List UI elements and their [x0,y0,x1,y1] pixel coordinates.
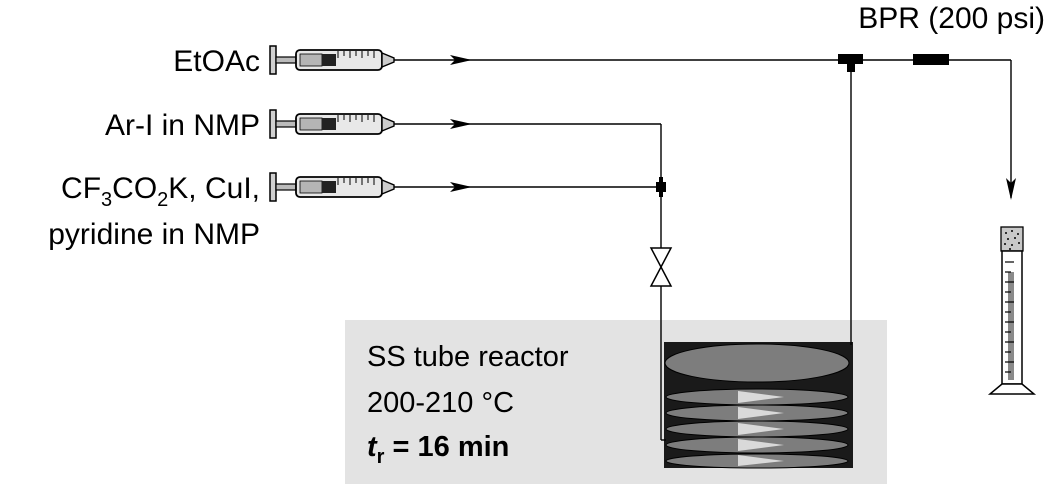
etoac-label: EtOAc [173,45,260,78]
syringe-cf3-icon [269,172,414,202]
bpr-icon [913,54,949,65]
syringe-etoac-icon [269,45,414,75]
residence-time: tr = 16 min [367,431,509,468]
valve-icon [649,247,673,287]
reactor-label: SS tube reactor [367,341,569,373]
cf3-label-line2: pyridine in NMP [48,218,260,251]
coil-reactor [664,342,853,469]
reactor-temperature: 200-210 °C [367,387,514,419]
cf3-label-line1: CF3CO2K, CuI, [61,172,260,211]
graduated-cylinder-icon [987,226,1037,395]
ari-label: Ar-I in NMP [105,109,260,142]
t-junction [838,54,863,72]
syringe-ari-icon [269,109,414,139]
bpr-label: BPR (200 psi) [858,2,1045,35]
